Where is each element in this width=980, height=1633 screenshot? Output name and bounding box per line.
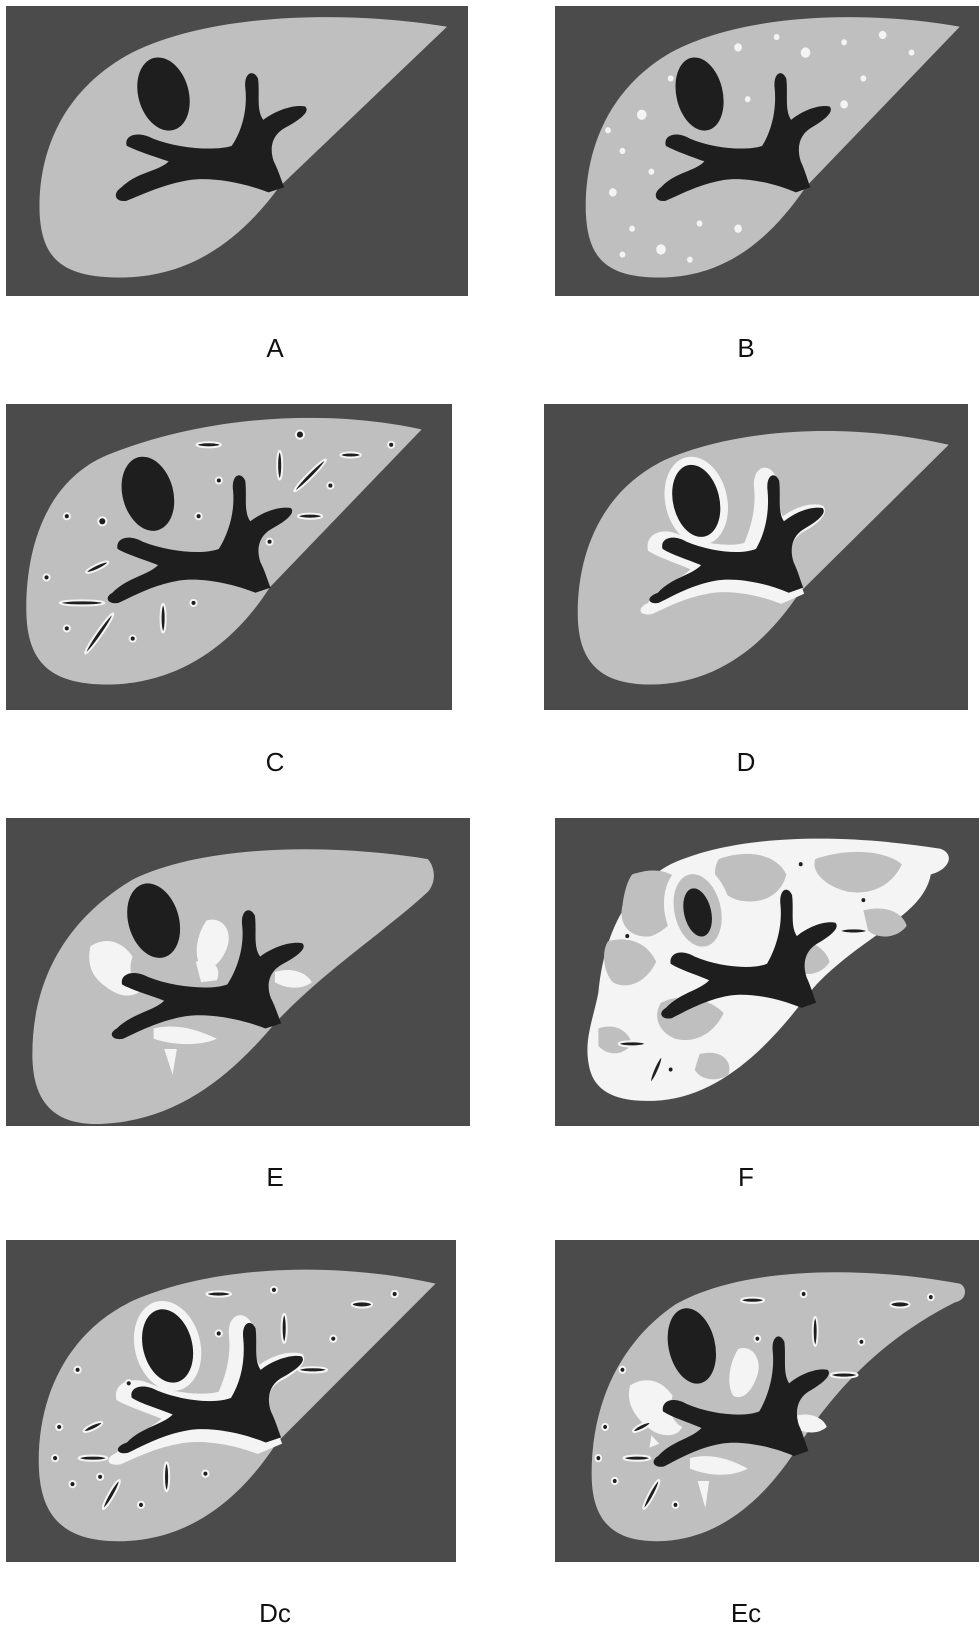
panel-d-label: D [686, 747, 806, 777]
panel-dc-liver-phantom [6, 1240, 456, 1562]
panel-e-label: E [215, 1162, 335, 1192]
panel-a-liver-phantom [6, 6, 468, 296]
panel-ec-label: Ec [686, 1598, 806, 1628]
panel-a-label: A [215, 333, 335, 363]
panel-b-liver-phantom [555, 6, 979, 296]
panel-c-label: C [215, 747, 335, 777]
panel-dc-label: Dc [215, 1598, 335, 1628]
panel-e-liver-phantom [6, 818, 470, 1126]
panel-c-liver-phantom [6, 404, 452, 710]
panel-d-liver-phantom [544, 404, 968, 710]
panel-b-label: B [686, 333, 806, 363]
panel-ec-liver-phantom [555, 1240, 979, 1562]
panel-f-label: F [686, 1162, 806, 1192]
panel-f-liver-phantom [555, 818, 979, 1126]
